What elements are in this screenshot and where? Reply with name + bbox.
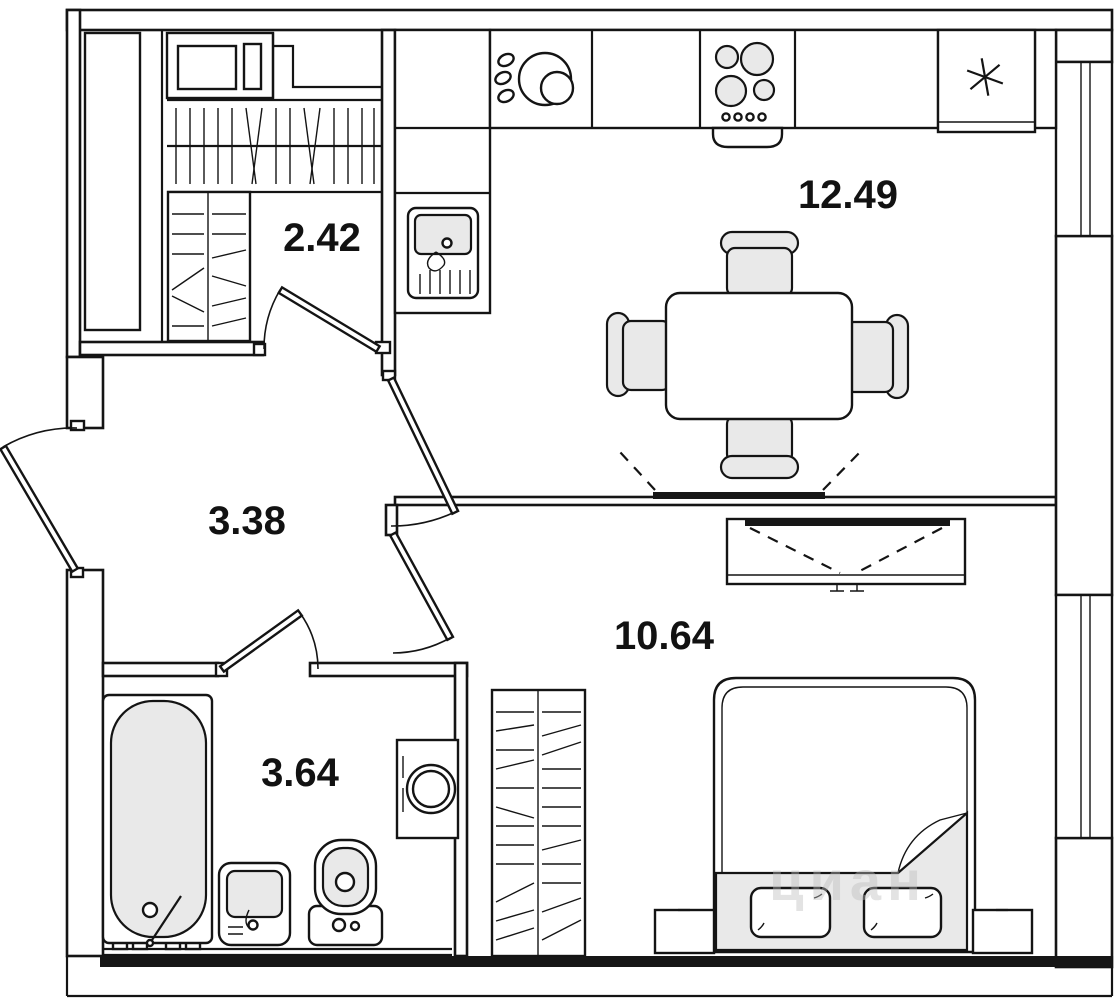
label-bathroom-area: 3.64 [261, 751, 340, 795]
bedroom-shelving [490, 688, 587, 958]
bathroom-door [218, 608, 319, 674]
hanger-rail [167, 98, 382, 194]
dining-table [664, 291, 854, 421]
storage-shelves [166, 190, 252, 343]
storage-door [263, 285, 382, 354]
fridge-icon [936, 28, 1037, 134]
walls [65, 8, 1114, 998]
label-kitchen-area: 12.49 [798, 173, 898, 217]
kitchen-sink-icon [406, 206, 480, 300]
watermark: циан [769, 849, 927, 912]
window-kitchen [1054, 60, 1114, 238]
stove-icon [711, 41, 784, 149]
bed [712, 676, 977, 954]
storage-cabinet [165, 31, 382, 100]
chair-right [844, 313, 910, 400]
bedroom-door [388, 530, 455, 654]
window-bedroom [1054, 593, 1114, 840]
label-storage-area: 2.42 [283, 216, 361, 260]
chair-top [719, 230, 800, 298]
oven-handle [711, 126, 784, 149]
pillow-right [862, 886, 943, 939]
dining-set [605, 230, 910, 480]
label-bedroom-area: 10.64 [614, 614, 715, 658]
bathtub-icon [101, 693, 214, 951]
chair-bottom [719, 414, 800, 480]
toilet-icon [307, 838, 384, 947]
nightstand-right [971, 908, 1034, 955]
chair-left [605, 311, 672, 398]
bedroom-wardrobe [725, 517, 967, 592]
nightstand-left [653, 908, 716, 955]
room-labels: 2.42 12.49 3.38 10.64 3.64 [208, 173, 898, 795]
windows [1054, 60, 1114, 840]
kitchen-tv-icon [619, 449, 863, 499]
washing-machine-icon [395, 738, 460, 840]
doors [0, 285, 460, 674]
dishes-icon [494, 51, 575, 107]
washbasin-icon [217, 861, 292, 947]
pillow-left [749, 886, 832, 939]
label-hallway-area: 3.38 [208, 499, 286, 543]
entrance-door [0, 427, 80, 574]
kitchen-door [386, 376, 460, 527]
snowflake-icon [966, 58, 1004, 96]
duct-shaft [83, 31, 142, 332]
